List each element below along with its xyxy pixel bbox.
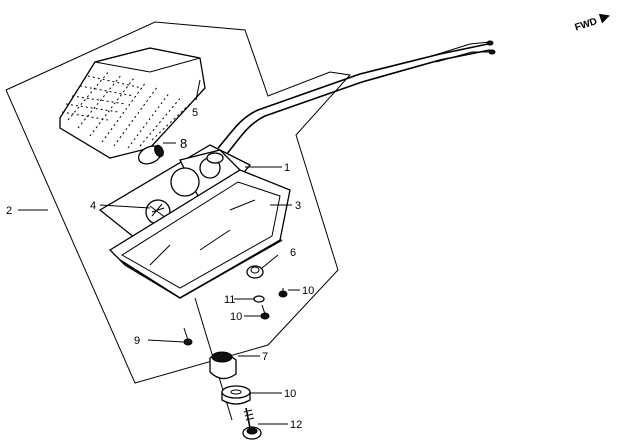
- callout-3: 3: [295, 200, 301, 212]
- callout-9: 10: [284, 388, 296, 400]
- leader-lines: [18, 79, 300, 425]
- bolt-12: [242, 407, 262, 440]
- fwd-arrow-icon: FWD: [574, 13, 610, 34]
- collar-7: [209, 351, 237, 380]
- callout-6: 6: [290, 247, 296, 259]
- callout-4: 4: [90, 200, 96, 212]
- callout-5: 5: [192, 107, 198, 119]
- fwd-label: FWD: [574, 16, 599, 34]
- callout-1: 1: [284, 162, 290, 174]
- tail-light-lens: [59, 47, 206, 159]
- screw-10-middle: [260, 304, 270, 320]
- callout-8: 8: [180, 136, 187, 151]
- callout-12: 12: [290, 419, 302, 431]
- screw-10-left: [183, 327, 193, 346]
- wire-harness: [217, 40, 496, 156]
- screw-10-right: [278, 288, 288, 298]
- callout-10-middle: 10: [230, 311, 242, 323]
- bulb: [137, 144, 164, 165]
- grommet-6: [246, 265, 264, 279]
- callout-7: 7: [262, 351, 268, 363]
- washer-9: [221, 385, 251, 405]
- callout-11: 11: [224, 294, 235, 306]
- lamp-housing: [108, 169, 291, 299]
- washer-11: [253, 295, 265, 303]
- callout-2: 2: [6, 205, 12, 217]
- callout-10-left: 9: [134, 335, 140, 347]
- callout-10-right: 10: [302, 285, 314, 297]
